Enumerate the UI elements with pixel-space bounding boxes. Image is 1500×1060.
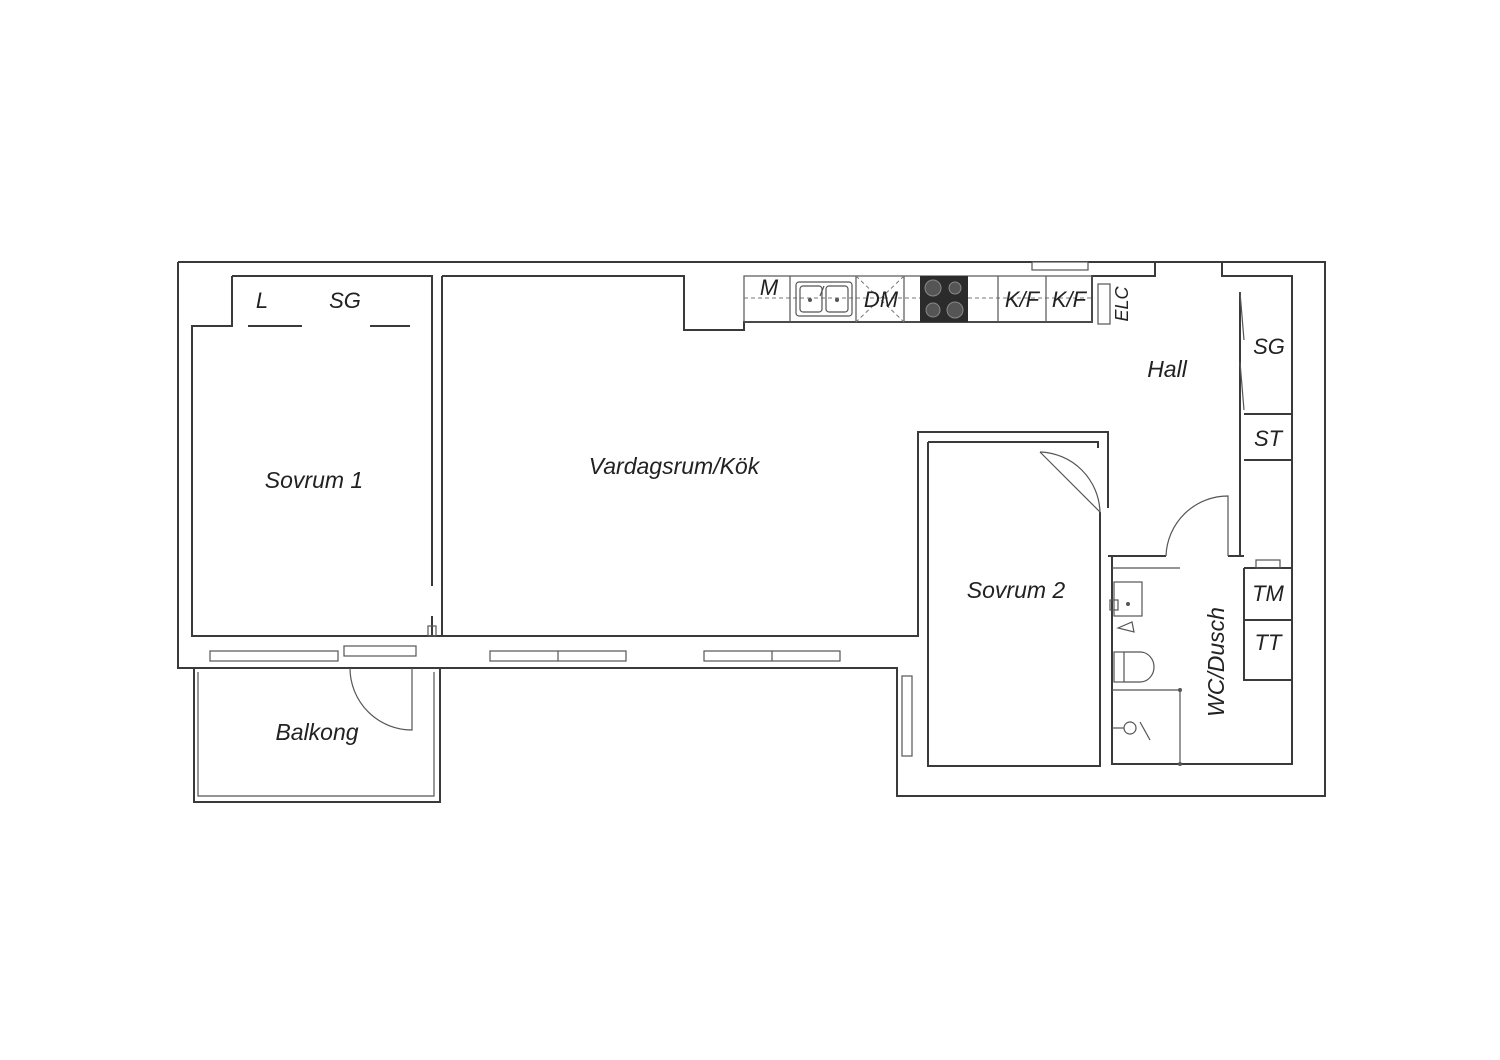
washbasin-icon [1113,581,1143,617]
kitchen-counter [743,275,1111,325]
room-label-bedroom2: Sovrum 2 [967,577,1066,603]
room-label-bathroom: WC/Dusch [1203,607,1229,717]
label-fridge-freezer-1: K/F [1005,287,1041,312]
balcony-door [349,667,413,731]
label-fridge-freezer-2: K/F [1052,287,1088,312]
room-label-balcony: Balkong [275,719,358,745]
bathroom-fixtures [1109,567,1182,766]
room-label-hall: Hall [1147,356,1188,382]
fixture-labels: L SG M DM K/F K/F ELC SG ST TM TT [256,275,1285,655]
label-microwave: M [760,275,779,300]
room-labels: Sovrum 1 Vardagsrum/Kök Sovrum 2 Balkong… [265,356,1229,745]
label-linen-closet: L [256,288,268,313]
bathroom-door [1165,495,1229,557]
doors [248,291,1245,731]
windows [209,261,1089,757]
window-hall [1031,261,1089,271]
bedroom2-door [1039,451,1101,514]
shower-icon [1112,721,1151,741]
label-dishwasher: DM [864,287,899,312]
window-bedroom2 [901,675,913,757]
room-label-living-kitchen: Vardagsrum/Kök [589,453,761,479]
label-tumble-dryer: TT [1255,630,1283,655]
stove-icon [920,276,968,322]
window-bedroom1 [209,650,339,662]
label-wardrobe-bedroom1: SG [329,288,361,313]
outer-walls [177,261,1326,803]
sink-icon [795,281,853,317]
toilet-icon [1113,651,1125,683]
label-washing-machine: TM [1252,581,1284,606]
label-electrical-cabinet: ELC [1112,285,1132,321]
room-label-bedroom1: Sovrum 1 [265,467,363,493]
label-storage: ST [1254,426,1284,451]
label-wardrobe-hall: SG [1253,334,1285,359]
